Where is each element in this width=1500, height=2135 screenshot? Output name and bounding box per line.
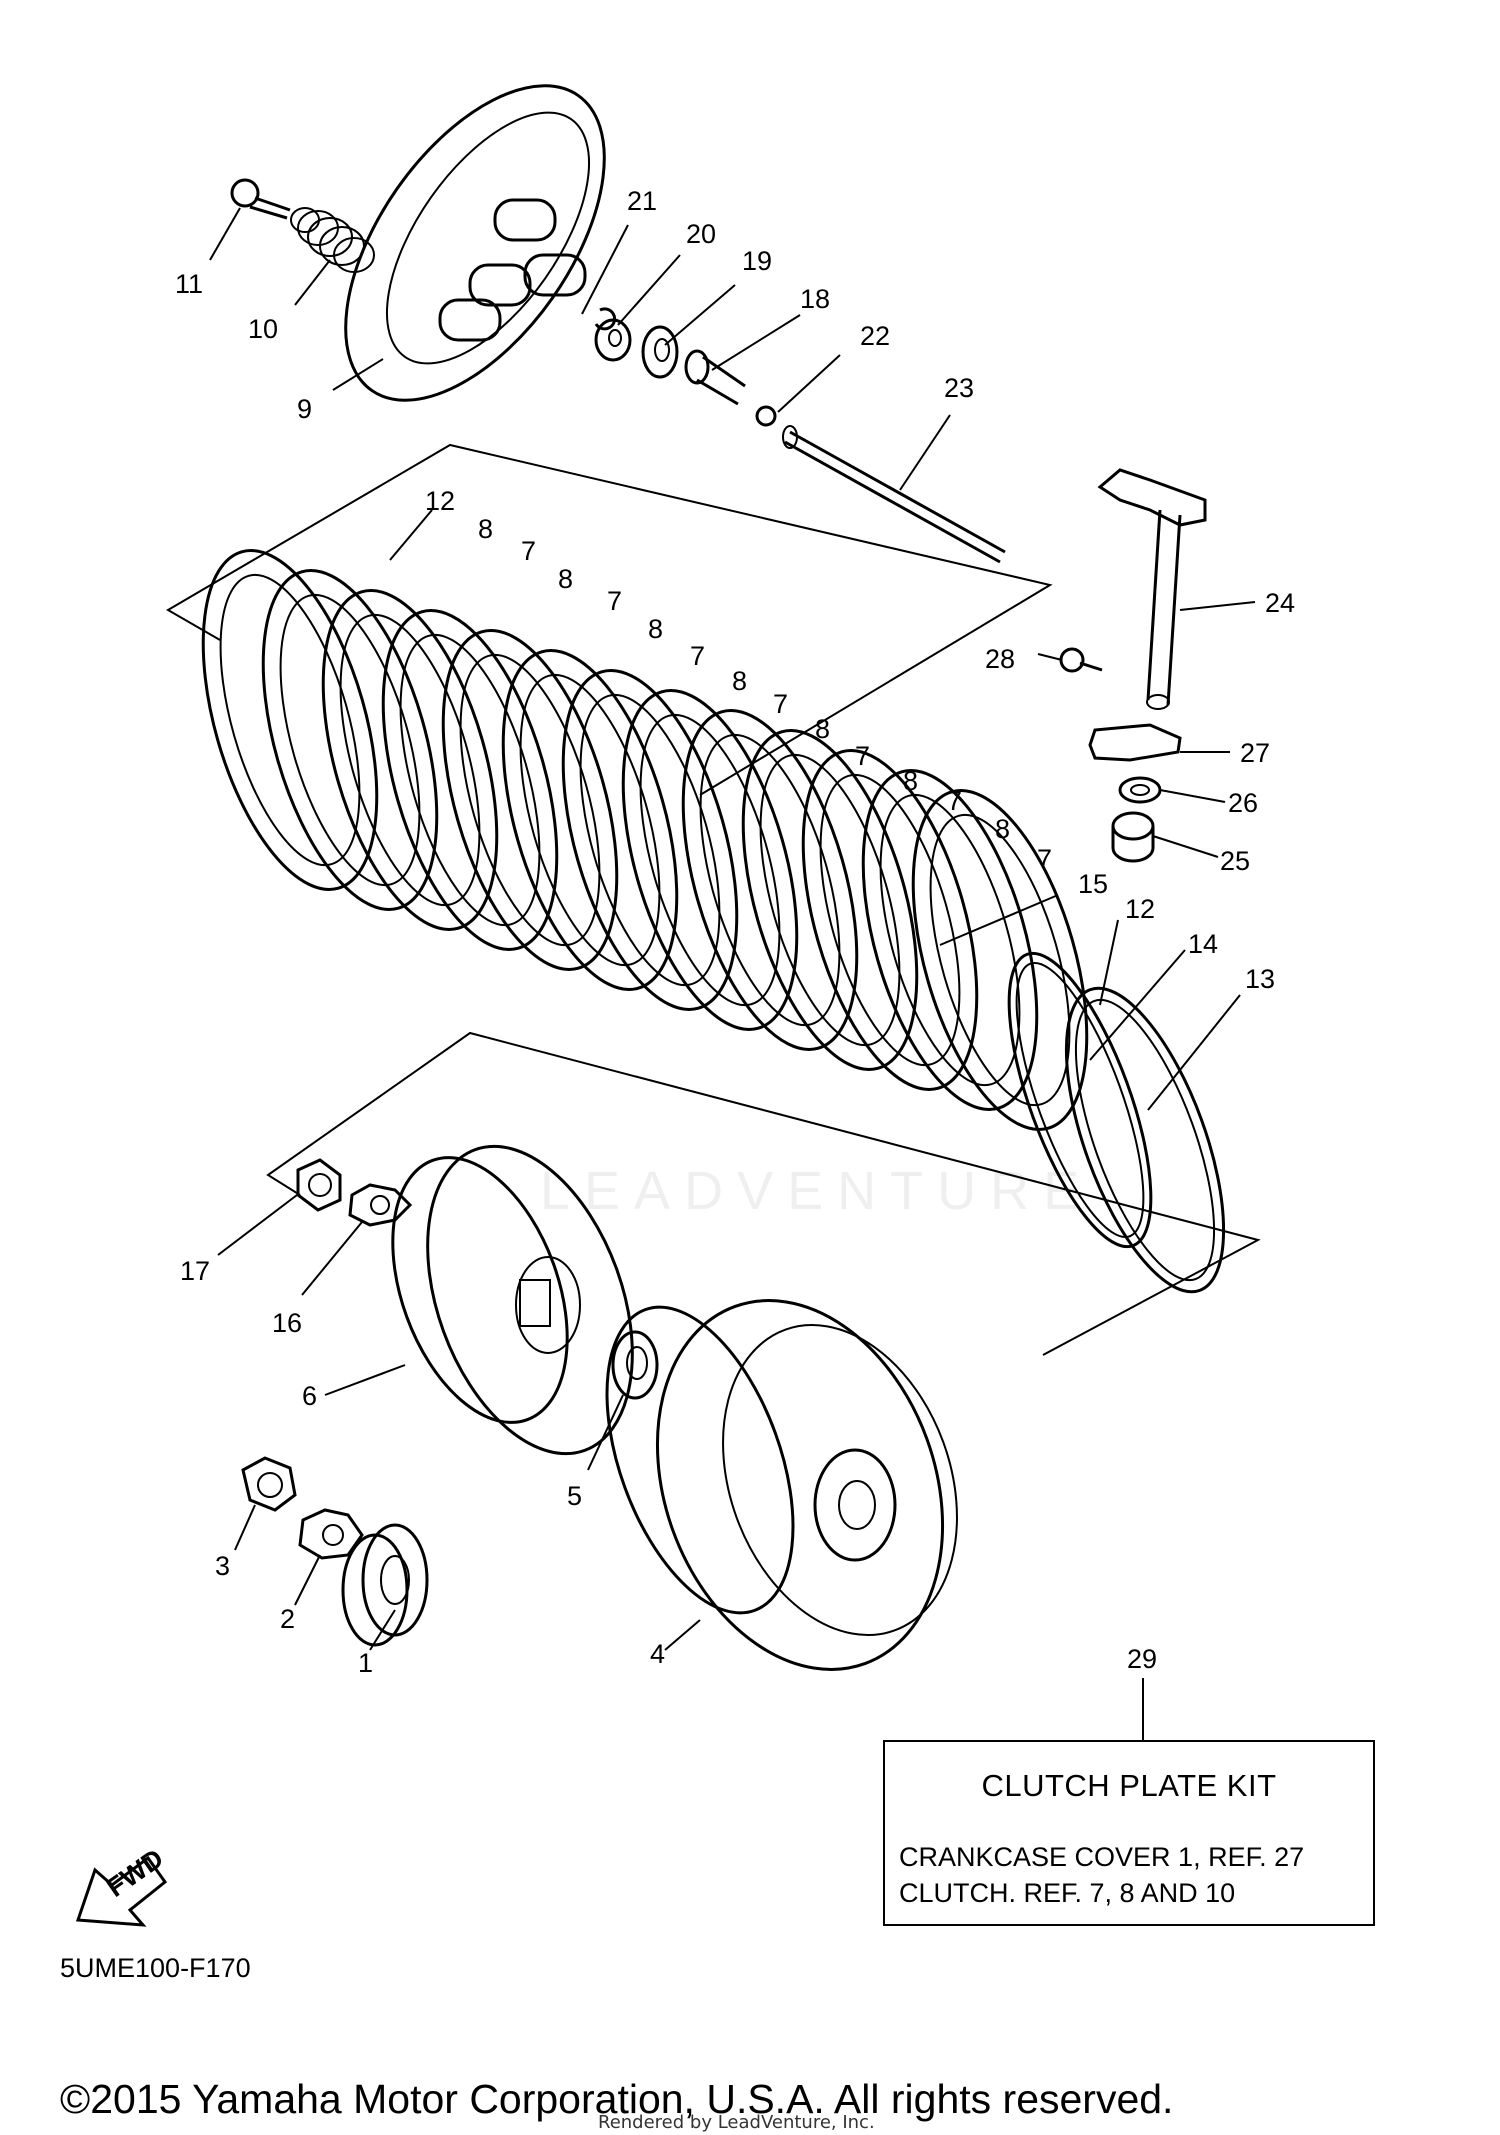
bolt-part: [230, 178, 291, 220]
callout-15: 15: [1078, 869, 1108, 899]
callout-labels: 1 2 3 4 5 6 7 7 7 7 7 7 7 8 8 8 8 8 8 8 …: [175, 186, 1295, 1678]
needle-bearing-part: [1111, 811, 1155, 863]
long-push-rod-part: [782, 425, 1006, 564]
clutch-housing-part: [605, 1299, 958, 1671]
callout-7c: 7: [690, 641, 705, 671]
callout-8b: 8: [558, 564, 573, 594]
fwd-arrow-icon: FWD: [75, 1843, 169, 1927]
lower-assembly-outline: [266, 1031, 1261, 1356]
callout-25: 25: [1220, 846, 1250, 876]
callout-24: 24: [1265, 588, 1295, 618]
lock-washer-part: [348, 1183, 413, 1227]
callout-12a: 12: [425, 486, 455, 516]
kit-line-2: CLUTCH. REF. 7, 8 AND 10: [899, 1878, 1236, 1908]
clutch-plate-stack: [201, 549, 1089, 1131]
callout-8d: 8: [732, 666, 747, 696]
callout-7d: 7: [773, 689, 788, 719]
callout-7g: 7: [1037, 844, 1052, 874]
callout-27: 27: [1240, 738, 1270, 768]
washer-part: [594, 318, 632, 362]
callout-26: 26: [1228, 788, 1258, 818]
copyright-notice: ©2015 Yamaha Motor Corporation, U.S.A. A…: [60, 2076, 1174, 2122]
fwd-label: FWD: [101, 1843, 169, 1903]
callout-11: 11: [175, 269, 203, 299]
seat-plate-part: [1064, 986, 1226, 1294]
callout-13: 13: [1245, 964, 1275, 994]
callout-10: 10: [248, 314, 278, 344]
clutch-boss-nut-part: [296, 1158, 342, 1212]
primary-drive-gear-part: [341, 1523, 429, 1647]
callout-7e: 7: [855, 741, 870, 771]
upper-assembly-outline: [166, 443, 1053, 796]
callout-8a: 8: [478, 514, 493, 544]
callout-1: 1: [358, 1648, 373, 1678]
lock-plate-part: [1088, 723, 1182, 762]
ball-part: [755, 405, 777, 427]
small-bolt-part: [1059, 647, 1103, 673]
callout-4: 4: [650, 1639, 665, 1669]
callout-14: 14: [1188, 929, 1218, 959]
thrust-bearing-part: [641, 325, 679, 379]
push-lever-shaft-part: [1097, 468, 1207, 710]
rendered-by-note: Rendered by LeadVenture, Inc.: [598, 2112, 875, 2133]
watermark-text: LEADVENTURE: [540, 1161, 1094, 1221]
callout-9: 9: [297, 394, 312, 424]
callout-8g: 8: [995, 814, 1010, 844]
callout-8e: 8: [815, 714, 830, 744]
callout-12b: 12: [1125, 894, 1155, 924]
callout-8c: 8: [648, 614, 663, 644]
clutch-plate-kit-box: CLUTCH PLATE KIT CRANKCASE COVER 1, REF.…: [883, 1740, 1375, 1926]
primary-drive-nut-part: [241, 1456, 297, 1512]
lock-washer-2-part: [298, 1508, 364, 1560]
callout-29: 29: [1127, 1644, 1157, 1674]
callout-8f: 8: [903, 766, 918, 796]
callout-20: 20: [686, 219, 716, 249]
callout-7b: 7: [607, 586, 622, 616]
spring-part: [290, 207, 375, 273]
callout-6: 6: [302, 1381, 317, 1411]
callout-16: 16: [272, 1308, 302, 1338]
callout-23: 23: [944, 373, 974, 403]
callout-19: 19: [742, 246, 772, 276]
callout-7a: 7: [521, 536, 536, 566]
callout-7f: 7: [947, 786, 962, 816]
kit-title: CLUTCH PLATE KIT: [981, 1768, 1277, 1803]
callout-22: 22: [860, 321, 890, 351]
diagram-code: 5UME100-F170: [60, 1953, 251, 1983]
thrust-washer-part: [611, 1330, 659, 1400]
callout-2: 2: [280, 1604, 295, 1634]
clutch-boss-part: [391, 1144, 634, 1456]
leader-lines: [209, 207, 1256, 1740]
oil-seal-part: [1118, 776, 1162, 804]
kit-line-1: CRANKCASE COVER 1, REF. 27: [899, 1842, 1305, 1872]
callout-5: 5: [567, 1481, 582, 1511]
callout-17: 17: [180, 1256, 210, 1286]
callout-28: 28: [985, 644, 1015, 674]
callout-3: 3: [215, 1551, 230, 1581]
callout-21: 21: [627, 186, 657, 216]
callout-18: 18: [800, 284, 830, 314]
push-rod-part: [684, 349, 746, 406]
pressure-plate-part: [344, 84, 606, 402]
cushion-spring-part: [1007, 951, 1153, 1249]
